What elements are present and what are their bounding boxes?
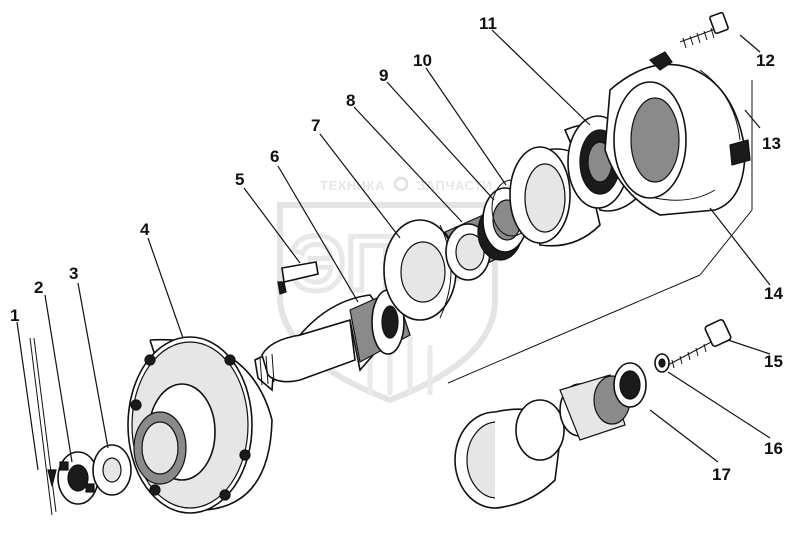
callout-11: 11 — [479, 14, 497, 33]
callout-15: 15 — [764, 352, 783, 371]
callout-labels: 1 2 3 4 5 6 7 8 9 10 11 12 13 14 15 16 1… — [10, 14, 783, 484]
part-16-washer — [654, 353, 670, 373]
callout-16: 16 — [764, 439, 783, 458]
gear-icon — [393, 176, 409, 192]
callout-12: 12 — [756, 51, 775, 70]
callout-1: 1 — [10, 306, 19, 325]
callout-4: 4 — [140, 220, 150, 239]
watermark-brand-right: ЗАПЧАСТИ — [417, 178, 492, 193]
part-4-flange — [127, 336, 273, 514]
part-7-washer — [383, 219, 457, 321]
part-12-bolt — [679, 11, 729, 49]
callout-13: 13 — [762, 134, 781, 153]
callout-14: 14 — [764, 284, 783, 303]
callout-2: 2 — [34, 278, 43, 297]
leader-lines — [16, 29, 771, 471]
callout-5: 5 — [235, 170, 244, 189]
watermark-brand-left: ТЕХНИКА — [320, 178, 385, 193]
callout-3: 3 — [69, 264, 78, 283]
part-17-seal-assembly — [454, 362, 647, 509]
callout-17: 17 — [712, 465, 731, 484]
part-15-bolt — [667, 318, 732, 369]
part-14-housing — [604, 51, 751, 216]
callout-6: 6 — [270, 147, 279, 166]
part-5-key — [277, 261, 319, 295]
callout-9: 9 — [379, 66, 388, 85]
part-6-shaft — [254, 289, 411, 392]
callout-7: 7 — [311, 116, 320, 135]
group-bracket-lines — [447, 80, 753, 384]
part-2-castle-nut — [57, 451, 99, 505]
callout-8: 8 — [346, 91, 355, 110]
part-1-cotter-pin — [29, 337, 57, 516]
part-3-washer — [92, 444, 132, 496]
callout-10: 10 — [413, 51, 432, 70]
wheat-icon — [367, 330, 433, 395]
